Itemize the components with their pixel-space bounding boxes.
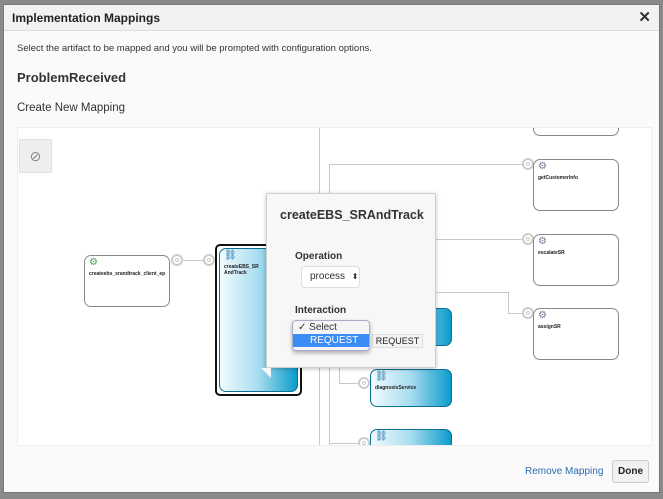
- diagram-node-client-ep[interactable]: ⚙ createebs_srandtrack_client_ep: [84, 255, 170, 307]
- mapping-popup: createEBS_SRAndTrack Operation process ⬍…: [261, 193, 436, 378]
- popup-pointer: [261, 368, 271, 378]
- port-circle: [171, 254, 183, 266]
- instructions: Select the artifact to be mapped and you…: [17, 43, 372, 54]
- connector: [436, 239, 524, 240]
- operation-label: Operation: [295, 251, 343, 262]
- dialog-header: Implementation Mappings ✕: [4, 5, 659, 31]
- interaction-label: Interaction: [295, 305, 347, 316]
- dropdown-option-request[interactable]: REQUEST: [293, 334, 369, 347]
- popup-title: createEBS_SRAndTrack: [280, 208, 424, 222]
- connector: [508, 313, 524, 314]
- dialog-title: Implementation Mappings: [12, 11, 161, 25]
- connector: [183, 260, 213, 261]
- diagram-node-escalatesr[interactable]: ⚙ escalateSR: [533, 234, 619, 286]
- connector: [339, 383, 359, 384]
- interaction-dropdown[interactable]: ✓ Select REQUEST: [292, 320, 370, 351]
- node-label: assignSR: [538, 324, 561, 330]
- diagram-node-getcustomerinfo[interactable]: ⚙ getCustomerInfo: [533, 159, 619, 211]
- connector: [436, 292, 508, 293]
- port-circle: [358, 377, 370, 389]
- remove-mapping-link[interactable]: Remove Mapping: [525, 466, 604, 477]
- reference-gear-icon: ⚙: [538, 310, 547, 321]
- port-circle: [203, 254, 215, 266]
- implementation-mappings-dialog: Implementation Mappings ✕ Select the art…: [3, 4, 660, 493]
- option-label: Select: [309, 322, 337, 333]
- connector: [508, 292, 509, 313]
- reference-gear-icon: ⚙: [538, 236, 547, 247]
- compass-icon[interactable]: ⊘: [19, 139, 52, 173]
- connector: [329, 164, 524, 165]
- diagram-node-diagnosisservice[interactable]: ⛓ diagnosisService: [370, 369, 452, 407]
- operation-select[interactable]: process ⬍: [301, 266, 360, 288]
- subject-title: ProblemReceived: [17, 70, 127, 85]
- node-label: diagnosisService: [375, 385, 417, 391]
- connector: [339, 358, 340, 383]
- checkmark-icon: ✓: [298, 322, 310, 333]
- done-button[interactable]: Done: [612, 460, 649, 483]
- node-label: createebs_srandtrack_client_ep: [89, 271, 166, 277]
- bpel-process-icon: ⛓: [224, 250, 237, 261]
- bpel-process-icon: ⛓: [375, 371, 388, 382]
- section-title: Create New Mapping: [17, 102, 126, 114]
- bpel-process-icon: ⛓: [375, 431, 388, 442]
- diagram-node[interactable]: [533, 128, 619, 136]
- diagram-node[interactable]: ⛓: [370, 429, 452, 445]
- diagram-node-assignsr[interactable]: ⚙ assignSR: [533, 308, 619, 360]
- dropdown-option-select[interactable]: ✓ Select: [293, 321, 369, 334]
- interaction-select[interactable]: REQUEST: [372, 334, 423, 348]
- select-arrows-icon: ⬍: [351, 272, 359, 281]
- node-label: createEBS_SRAndTrack: [224, 264, 259, 276]
- node-label: escalateSR: [538, 250, 565, 256]
- operation-value: process: [310, 271, 346, 282]
- port-circle: [358, 437, 370, 445]
- service-gear-icon: ⚙: [89, 257, 98, 268]
- reference-gear-icon: ⚙: [538, 161, 547, 172]
- close-icon[interactable]: ✕: [638, 9, 651, 26]
- connector: [329, 443, 359, 444]
- node-label: getCustomerInfo: [538, 175, 578, 181]
- diagram-canvas[interactable]: ⊘ ⚙ createebs_srandtrack_client_ep ⛓ cre…: [17, 127, 652, 446]
